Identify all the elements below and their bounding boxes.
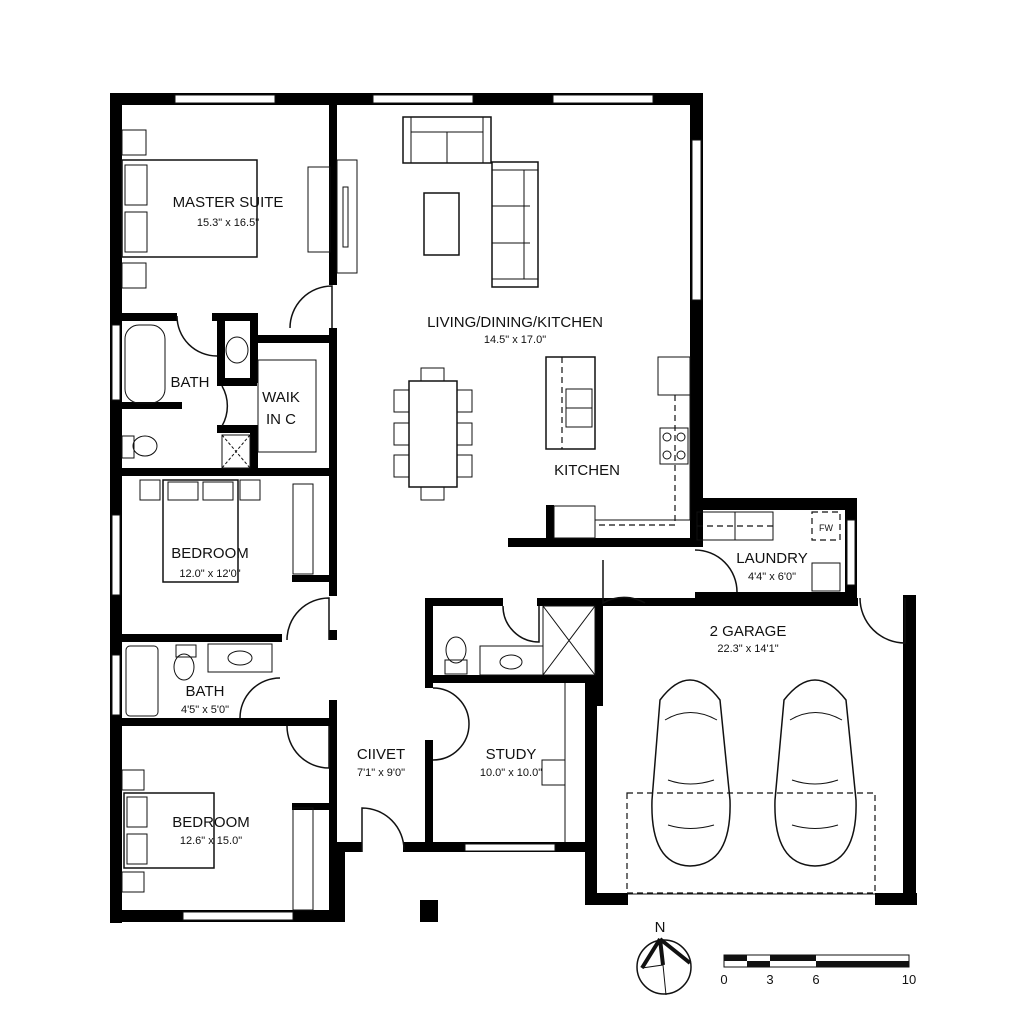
room-dims: 10.0" x 10.0" [480,767,542,779]
appliance-label: FW [819,523,833,533]
kitchen-island [545,356,596,450]
garage-door-swing [626,792,876,894]
room-name-line2: IN C [266,411,296,428]
room-name: CIIVET [357,746,405,763]
scale-tick: 10 [902,972,916,987]
room-dims: 4'5" x 5'0" [181,704,229,716]
room-name: 2 GARAGE [710,623,787,640]
scale-bar: 0 3 6 10 [720,954,916,987]
scale-tick: 3 [766,972,773,987]
north-label: N [655,919,666,936]
bed-bedroom-3 [121,769,215,893]
room-labels: MASTER SUITE 15.3" x 16.5" LIVING/DINING… [171,194,834,847]
room-dims: 15.3" x 16.5" [197,217,259,229]
desk [541,759,566,786]
sink-icon [227,650,253,666]
compass: N [636,919,692,996]
compass-icon [636,939,692,995]
room-name: BATH [171,374,210,391]
room-dims: 4'4" x 6'0" [748,571,796,583]
room-name: WAIK [262,389,300,406]
toilet-icon [132,435,158,457]
room-dims: 14.5" x 17.0" [484,334,546,346]
room-dims: 22.3" x 14'1" [717,643,778,655]
closet-shelf [257,359,317,453]
tv-console [336,159,358,274]
room-name: LAUNDRY [736,550,807,567]
bed-bedroom-2 [139,479,261,583]
scale-tick: 6 [812,972,819,987]
shower-icon [542,605,596,676]
master-bed [121,129,258,289]
sink-icon [225,336,249,364]
furniture [121,116,876,911]
room-dims: 12.0" x 12'0" [179,568,240,580]
room-name: BEDROOM [171,545,249,562]
doors [176,285,906,852]
car-left [651,679,731,867]
wardrobe [292,483,314,575]
toilet-icon [173,653,195,681]
scale-tick: 0 [720,972,727,987]
room-name: STUDY [486,746,537,763]
car-right [774,679,857,867]
room-dims: 7'1" x 9'0" [357,767,405,779]
room-name: LIVING/DINING/KITCHEN [427,314,603,331]
cooktop-icon [659,427,689,465]
dining-table [393,367,473,501]
water-heater [811,511,841,541]
sofa-side [491,161,539,288]
dresser [307,166,331,253]
sink-icon [499,654,523,670]
bathtub-icon [124,324,166,404]
windows [111,94,875,921]
sofa-top [402,116,492,164]
room-name: BATH [186,683,225,700]
room-dims: 12.6" x 15.0" [180,835,242,847]
kitchen-counter [553,356,691,539]
room-name: BEDROOM [172,814,250,831]
bathtub-icon [125,645,159,717]
room-name: KITCHEN [554,462,620,479]
wardrobe [292,807,314,911]
room-name: MASTER SUITE [173,194,284,211]
washer [811,562,841,592]
coffee-table [423,192,460,256]
toilet-icon [445,636,467,664]
